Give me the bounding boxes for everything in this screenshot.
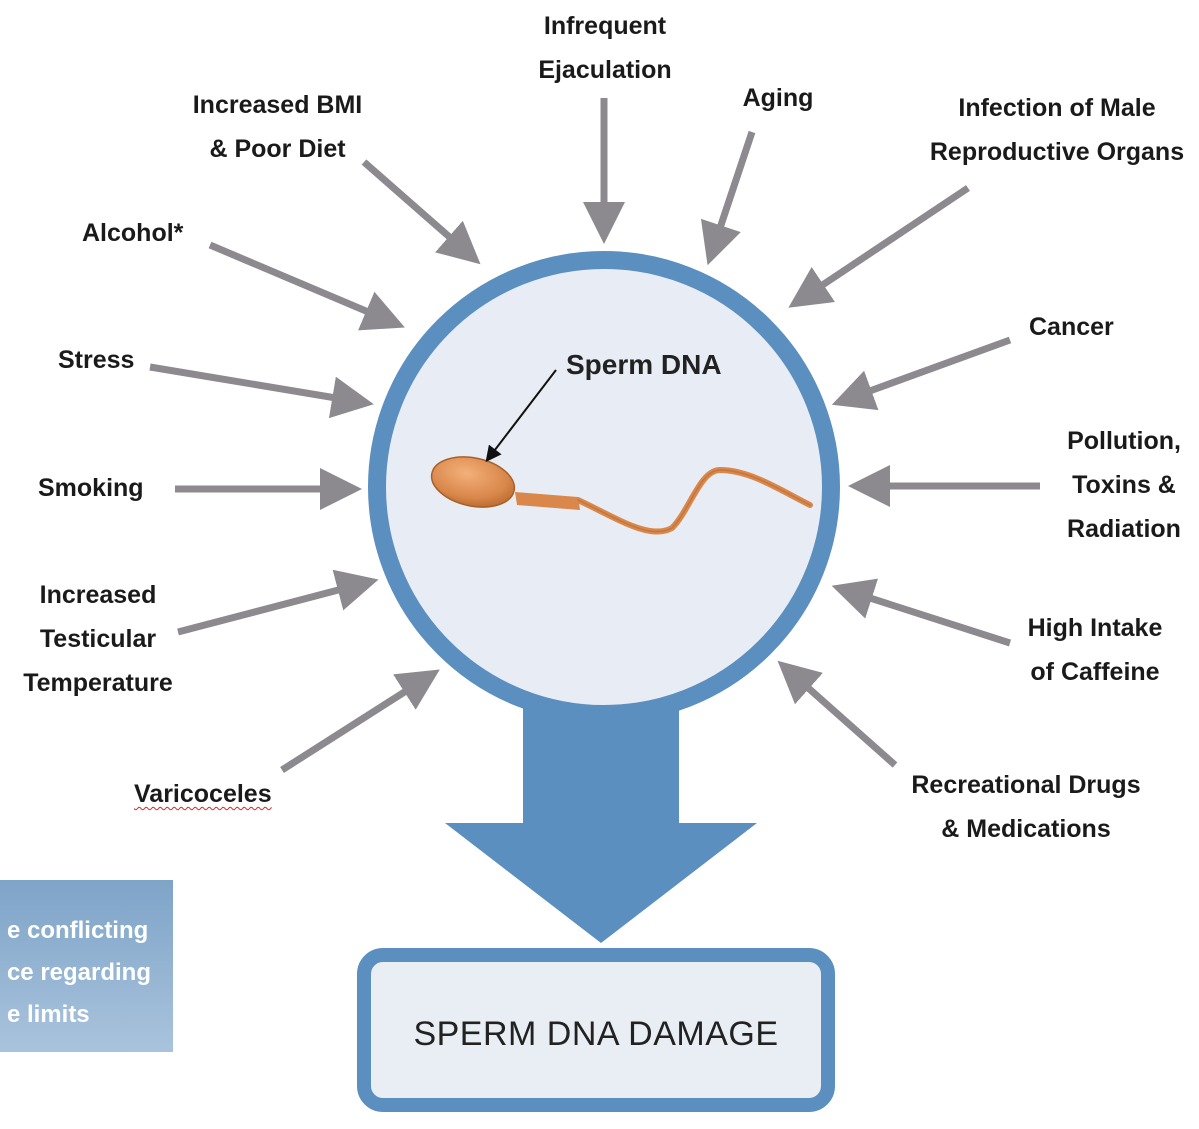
note-box: e conflicting ce regarding e limits: [0, 880, 173, 1052]
label-stress: Stress: [58, 346, 135, 374]
arrow-testicular-temperature: [177, 569, 379, 636]
big-down-arrow: [445, 690, 757, 943]
note-text: e conflicting ce regarding e limits: [6, 917, 151, 1028]
sperm-dna-damage-label: SPERM DNA DAMAGE: [413, 1014, 779, 1053]
arrow-caffeine: [831, 578, 1012, 647]
sperm-dna-damage-box: SPERM DNA DAMAGE: [357, 948, 835, 1112]
arrow-drugs: [777, 660, 898, 768]
sperm-illustration: [430, 456, 813, 535]
label-aging: Aging: [742, 84, 814, 112]
arrow-cancer: [831, 336, 1012, 411]
label-cancer: Cancer: [1029, 313, 1114, 341]
label-drugs: Recreational Drugs& Medications: [911, 771, 1141, 843]
label-varicoceles: Varicoceles: [134, 780, 272, 808]
sperm-dna-pointer: [485, 369, 557, 463]
arrow-aging: [700, 130, 756, 266]
arrow-varicoceles: [280, 669, 440, 773]
label-pollution: Pollution,Toxins &Radiation: [1067, 427, 1181, 543]
label-alcohol: Alcohol*: [82, 219, 184, 247]
sperm-dna-circle: [368, 251, 840, 723]
arrow-stress: [149, 363, 374, 419]
arrow-alcohol: [208, 241, 405, 331]
sperm-dna-label: Sperm DNA: [566, 349, 722, 380]
label-smoking: Smoking: [38, 474, 144, 502]
arrow-increased-bmi: [361, 159, 481, 265]
arrow-infection: [788, 185, 970, 308]
label-increased-bmi: Increased BMI& Poor Diet: [192, 91, 363, 163]
